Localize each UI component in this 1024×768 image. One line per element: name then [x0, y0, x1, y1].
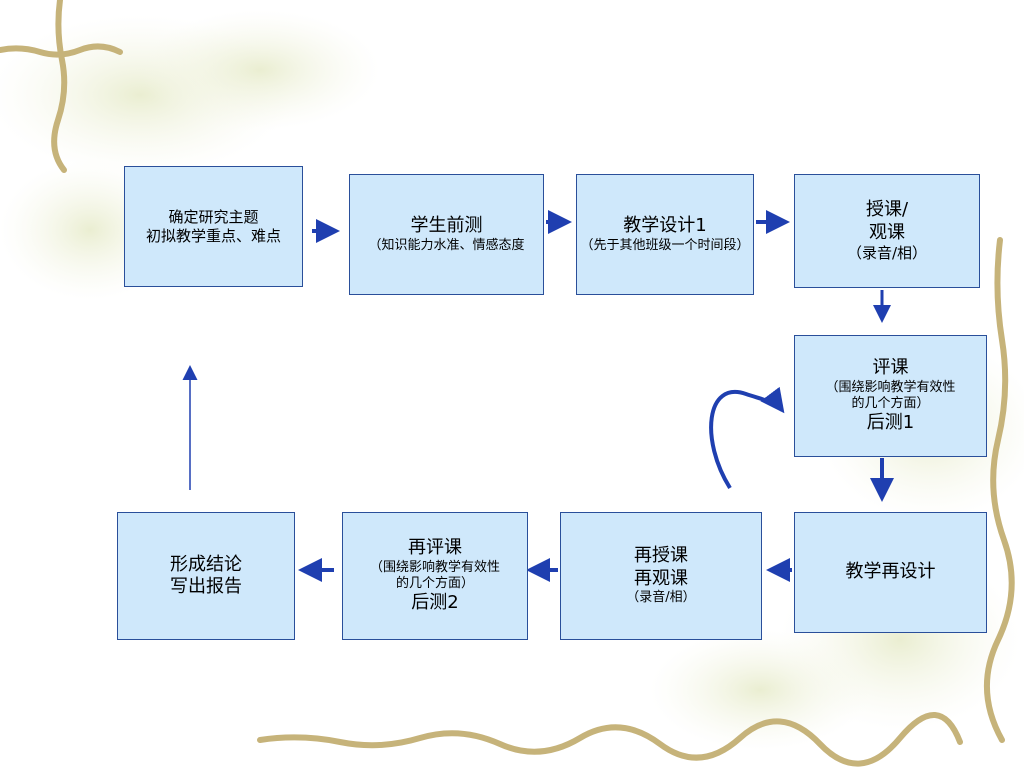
node-student-pretest-title: 学生前测	[410, 215, 483, 237]
node-redesign: 教学再设计	[794, 512, 987, 633]
node-student-pretest-note: （知识能力水准、情感态度	[368, 237, 525, 253]
node-reevaluate-note1: （围绕影响教学有效性	[369, 559, 500, 575]
node-define-topic: 确定研究主题 初拟教学重点、难点	[124, 166, 303, 287]
node-evaluate-note2: 的几个方面）	[851, 396, 930, 411]
node-evaluate-note1: （围绕影响教学有效性	[825, 379, 956, 395]
node-reteach-line1: 再授课	[634, 545, 688, 567]
node-teach-observe-line2: 观课	[869, 221, 905, 243]
node-redesign-title: 教学再设计	[845, 561, 936, 583]
node-teach-observe-line1: 授课/	[865, 199, 909, 221]
node-reteach-note: （录音/相）	[626, 590, 696, 606]
node-reteach: 再授课 再观课 （录音/相）	[560, 512, 762, 640]
node-conclusion-line2: 写出报告	[170, 576, 242, 597]
node-reevaluate: 再评课 （围绕影响教学有效性 的几个方面） 后测2	[342, 512, 528, 640]
node-teach-observe: 授课/ 观课 （录音/相）	[794, 174, 980, 288]
node-teaching-design-1-title: 教学设计1	[623, 215, 707, 237]
node-evaluate-tail: 后测1	[866, 412, 915, 434]
node-teach-observe-note: （录音/相）	[846, 244, 928, 263]
node-teaching-design-1-note: （先于其他班级一个时间段）	[580, 237, 750, 253]
node-define-topic-line1: 确定研究主题	[168, 207, 259, 226]
node-reevaluate-tail: 后测2	[411, 592, 459, 614]
node-teaching-design-1: 教学设计1 （先于其他班级一个时间段）	[576, 174, 754, 295]
node-conclusion: 形成结论 写出报告	[117, 512, 295, 640]
node-reevaluate-title: 再评课	[408, 537, 462, 559]
node-student-pretest: 学生前测 （知识能力水准、情感态度	[349, 174, 544, 295]
node-evaluate-title: 评课	[872, 357, 909, 379]
node-reteach-line2: 再观课	[634, 567, 688, 589]
node-conclusion-line1: 形成结论	[170, 553, 242, 575]
node-define-topic-line2: 初拟教学重点、难点	[145, 226, 281, 245]
node-reevaluate-note2: 的几个方面）	[395, 576, 474, 591]
node-evaluate: 评课 （围绕影响教学有效性 的几个方面） 后测1	[794, 335, 987, 457]
loop-arrow	[709, 386, 785, 490]
